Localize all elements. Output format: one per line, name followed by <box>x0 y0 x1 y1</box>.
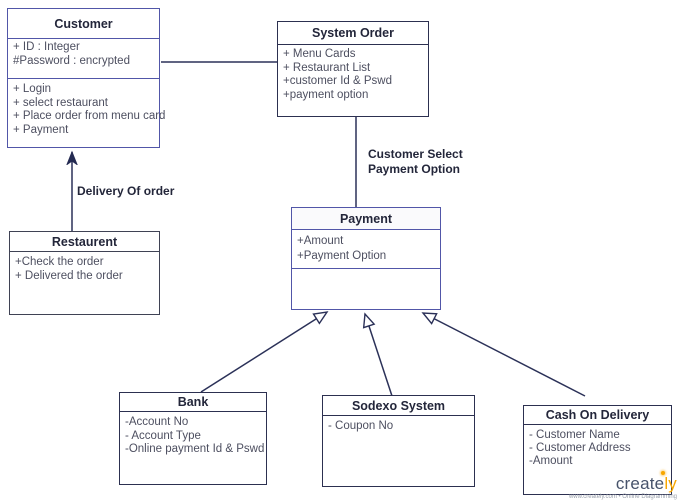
class-title: Cash On Delivery <box>524 406 671 425</box>
class-box-payment[interactable]: Payment +Amount +Payment Option <box>291 207 441 310</box>
generalization-sodexo-payment <box>362 312 393 397</box>
bulb-icon <box>661 471 665 475</box>
edge-label-line: Payment Option <box>368 162 461 176</box>
operations-compartment: + Login + select restaurant + Place orde… <box>8 79 166 147</box>
class-box-cash-on-delivery[interactable]: Cash On Delivery - Customer Name - Custo… <box>523 405 672 495</box>
member-row: + select restaurant <box>13 96 108 109</box>
class-box-sodexo[interactable]: Sodexo System - Coupon No <box>322 395 475 487</box>
attributes-compartment: - Customer Name - Customer Address -Amou… <box>524 425 671 494</box>
member-row: - Customer Address <box>529 442 631 454</box>
creately-logo: creately <box>615 471 677 493</box>
member-row: +customer Id & Pswd <box>283 75 392 87</box>
member-row: +Payment Option <box>297 249 387 262</box>
member-row: +payment option <box>283 88 369 101</box>
member-row: + ID : Integer <box>13 41 80 53</box>
edge-label-line: Customer Select <box>368 147 463 161</box>
generalization-bank-payment <box>200 311 329 393</box>
generalization-cod-payment <box>421 312 586 397</box>
class-title: System Order <box>278 22 428 45</box>
member-row: + Login <box>13 83 52 95</box>
member-row: #Password : encrypted <box>13 54 130 67</box>
member-row: + Payment <box>13 123 69 136</box>
member-row: - Coupon No <box>328 420 394 432</box>
class-box-customer[interactable]: Customer + ID : Integer #Password : encr… <box>7 8 166 148</box>
member-row: - Customer Name <box>529 429 620 441</box>
member-row: +Amount <box>297 235 344 247</box>
class-box-restaurant[interactable]: Restaurent +Check the order + Delivered … <box>9 231 160 315</box>
class-title: Customer <box>8 9 159 39</box>
attributes-compartment: + ID : Integer #Password : encrypted <box>8 39 159 79</box>
attributes-compartment: -Account No - Account Type -Online payme… <box>120 412 266 484</box>
class-title: Restaurent <box>10 232 159 252</box>
brand-text: create <box>615 474 665 493</box>
class-title: Payment <box>292 208 440 230</box>
attributes-compartment: +Check the order + Delivered the order <box>10 252 159 314</box>
member-row: -Online payment Id & Pswd <box>125 443 265 455</box>
member-row: + Place order from menu card <box>13 110 166 122</box>
class-title: Sodexo System <box>323 396 474 416</box>
member-row: + Delivered the order <box>15 269 123 282</box>
member-row: -Account No <box>125 416 189 428</box>
edge-label-payment-select: Customer Select Payment Option <box>368 147 463 177</box>
member-row: + Menu Cards <box>283 48 356 60</box>
member-row: -Amount <box>529 455 573 467</box>
class-title: Bank <box>120 393 266 412</box>
empty-compartment <box>292 269 440 309</box>
edge-label-delivery: Delivery Of order <box>77 184 175 198</box>
attributes-compartment: - Coupon No <box>323 416 474 486</box>
watermark-tagline: www.creately.com • Online Diagramming <box>568 494 677 500</box>
member-row: - Account Type <box>125 429 201 442</box>
class-box-bank[interactable]: Bank -Account No - Account Type -Online … <box>119 392 267 485</box>
member-row: +Check the order <box>15 256 104 268</box>
class-box-system-order[interactable]: System Order + Menu Cards + Restaurant L… <box>277 21 429 117</box>
creately-watermark[interactable]: creately www.creately.com • Online Diagr… <box>568 471 677 500</box>
member-row: + Restaurant List <box>283 61 371 74</box>
attributes-compartment: +Amount +Payment Option <box>292 230 440 269</box>
attributes-compartment: + Menu Cards + Restaurant List +customer… <box>278 45 428 116</box>
brand-text-accent: ly <box>664 474 677 493</box>
